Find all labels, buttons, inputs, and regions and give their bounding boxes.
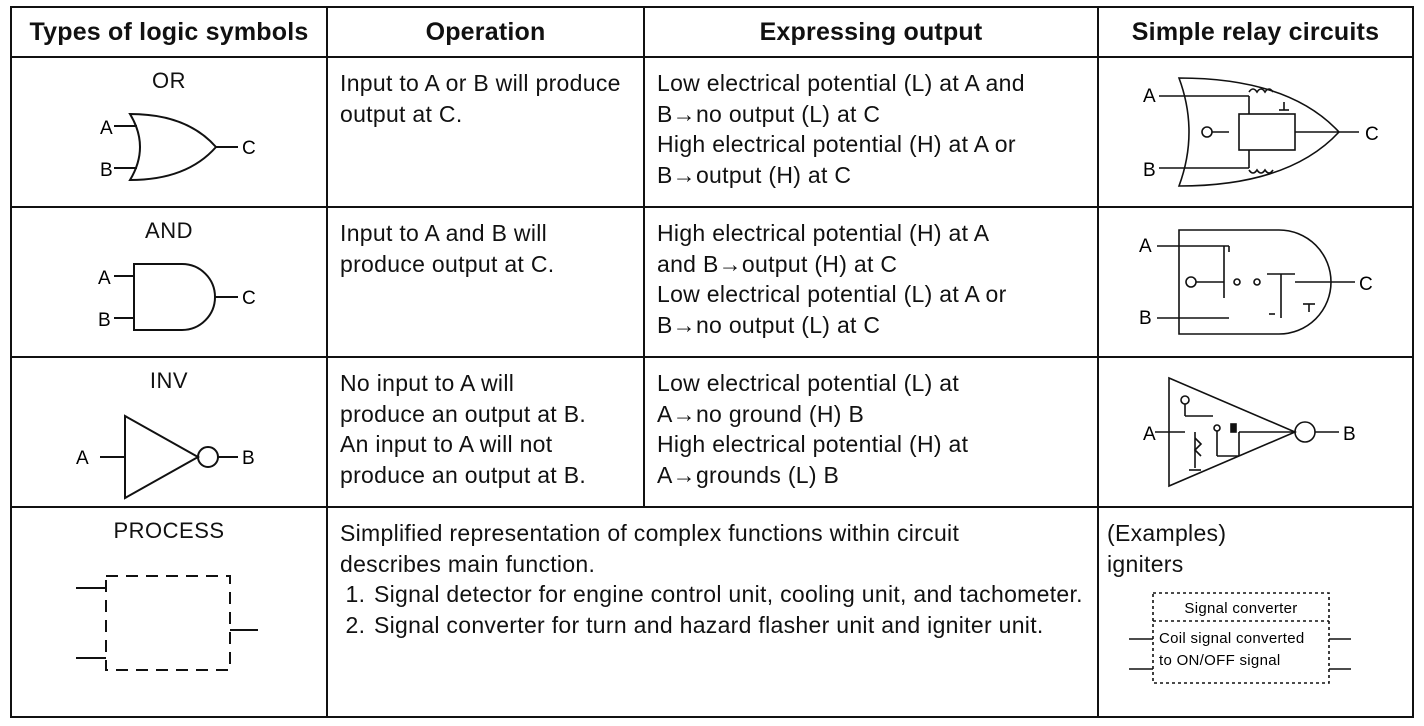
relay-pin-c: C — [1359, 274, 1373, 295]
inv-output: Low electrical potential (L) at A→no gro… — [643, 356, 1099, 508]
row-and: AND A B C Input to A and B will produce … — [10, 206, 1414, 358]
header-expressing-output: Expressing output — [643, 6, 1099, 58]
process-description: Simplified representation of complex fun… — [326, 506, 1099, 718]
inv-output-line: A→no ground (H) B — [657, 400, 865, 427]
relay-pin-a: A — [1143, 424, 1156, 445]
or-symbol-cell: OR A B C — [10, 56, 328, 208]
or-output-line: B→output (H) at C — [657, 161, 852, 188]
or-relay-cell: A B C — [1097, 56, 1414, 208]
symbol-name-inv: INV — [149, 368, 189, 393]
inv-output-line: High electrical potential (H) at — [657, 431, 969, 457]
relay-pin-b: B — [1143, 160, 1156, 181]
and-output-line: High electrical potential (H) at A — [657, 220, 990, 246]
symbol-name-or: OR — [152, 68, 186, 93]
or-operation: Input to A or B will produce output at C… — [326, 56, 645, 208]
symbol-name-process: PROCESS — [113, 518, 225, 543]
inv-operation: No input to A will produce an output at … — [326, 356, 645, 508]
process-symbol-cell: PROCESS — [10, 506, 328, 718]
and-operation: Input to A and B will produce output at … — [326, 206, 645, 358]
inv-operation-line: produce an output at B. — [340, 400, 587, 427]
and-output-line: B→no output (L) at C — [657, 311, 881, 338]
or-output: Low electrical potential (L) at A and B→… — [643, 56, 1099, 208]
pin-a-label: A — [100, 118, 113, 139]
signal-converter-diagram: Signal converter Coil signal converted t… — [1129, 592, 1351, 684]
process-function-list: Signal detector for engine control unit,… — [340, 579, 1087, 640]
process-box-icon — [76, 575, 258, 671]
or-output-line: B→no output (L) at C — [657, 100, 881, 127]
inv-output-line: Low electrical potential (L) at — [657, 370, 960, 396]
relay-pin-a: A — [1143, 86, 1156, 107]
process-example-cell: (Examples) igniters Signal converter Coi… — [1097, 506, 1414, 718]
inv-symbol-cell: INV A B — [10, 356, 328, 508]
and-output-line: Low electrical potential (L) at A or — [657, 281, 1007, 307]
or-gate-icon: A B C — [100, 112, 256, 182]
relay-pin-c: C — [1365, 124, 1379, 145]
header-row: Types of logic symbols Operation Express… — [10, 6, 1414, 58]
header-operation: Operation — [326, 6, 645, 58]
examples-value: igniters — [1107, 550, 1184, 577]
logic-symbols-table: Types of logic symbols Operation Express… — [10, 6, 1414, 718]
relay-pin-b: B — [1343, 424, 1356, 445]
row-inv: INV A B No input to A will produce an ou… — [10, 356, 1414, 508]
or-output-line: Low electrical potential (L) at A and — [657, 70, 1025, 96]
list-item: Signal converter for turn and hazard fla… — [372, 610, 1087, 641]
header-types: Types of logic symbols — [10, 6, 328, 58]
row-or: OR A B C Input to A or B will produce ou… — [10, 56, 1414, 208]
inv-relay-circuit-icon: A B — [1143, 376, 1356, 488]
symbol-name-and: AND — [145, 218, 193, 243]
converter-line-2: to ON/OFF signal — [1159, 652, 1281, 669]
or-relay-circuit-icon: A B C — [1143, 77, 1379, 187]
and-relay-circuit-icon: A B C — [1139, 229, 1373, 335]
row-process: PROCESS Simplified representation of com… — [10, 506, 1414, 718]
pin-b-label: B — [98, 310, 111, 331]
process-description-line: describes main function. — [340, 550, 596, 577]
and-output: High electrical potential (H) at A and B… — [643, 206, 1099, 358]
and-gate-icon: A B C — [98, 263, 256, 331]
inv-relay-cell: A B — [1097, 356, 1414, 508]
pin-c-label: C — [242, 138, 256, 159]
pin-a-label: A — [76, 448, 89, 469]
pin-b-label: B — [100, 160, 113, 181]
list-item: Signal detector for engine control unit,… — [372, 579, 1087, 610]
header-relay-circuits: Simple relay circuits — [1097, 6, 1414, 58]
relay-pin-a: A — [1139, 236, 1152, 257]
relay-pin-b: B — [1139, 308, 1152, 329]
inv-operation-line: No input to A will — [340, 370, 515, 396]
converter-title: Signal converter — [1184, 600, 1297, 617]
process-description-line: Simplified representation of complex fun… — [340, 520, 960, 546]
and-symbol-cell: AND A B C — [10, 206, 328, 358]
pin-a-label: A — [98, 268, 111, 289]
pin-c-label: C — [242, 288, 256, 309]
and-output-line: and B→output (H) at C — [657, 250, 898, 277]
examples-label: (Examples) — [1107, 520, 1227, 546]
or-output-line: High electrical potential (H) at A or — [657, 131, 1016, 157]
inv-output-line: A→grounds (L) B — [657, 461, 840, 488]
inv-operation-line: An input to A will not — [340, 431, 553, 457]
pin-b-label: B — [242, 448, 255, 469]
inv-operation-line: produce an output at B. — [340, 461, 587, 488]
inverter-gate-icon: A B — [76, 414, 255, 500]
converter-line-1: Coil signal converted — [1159, 630, 1305, 647]
and-relay-cell: A B C — [1097, 206, 1414, 358]
